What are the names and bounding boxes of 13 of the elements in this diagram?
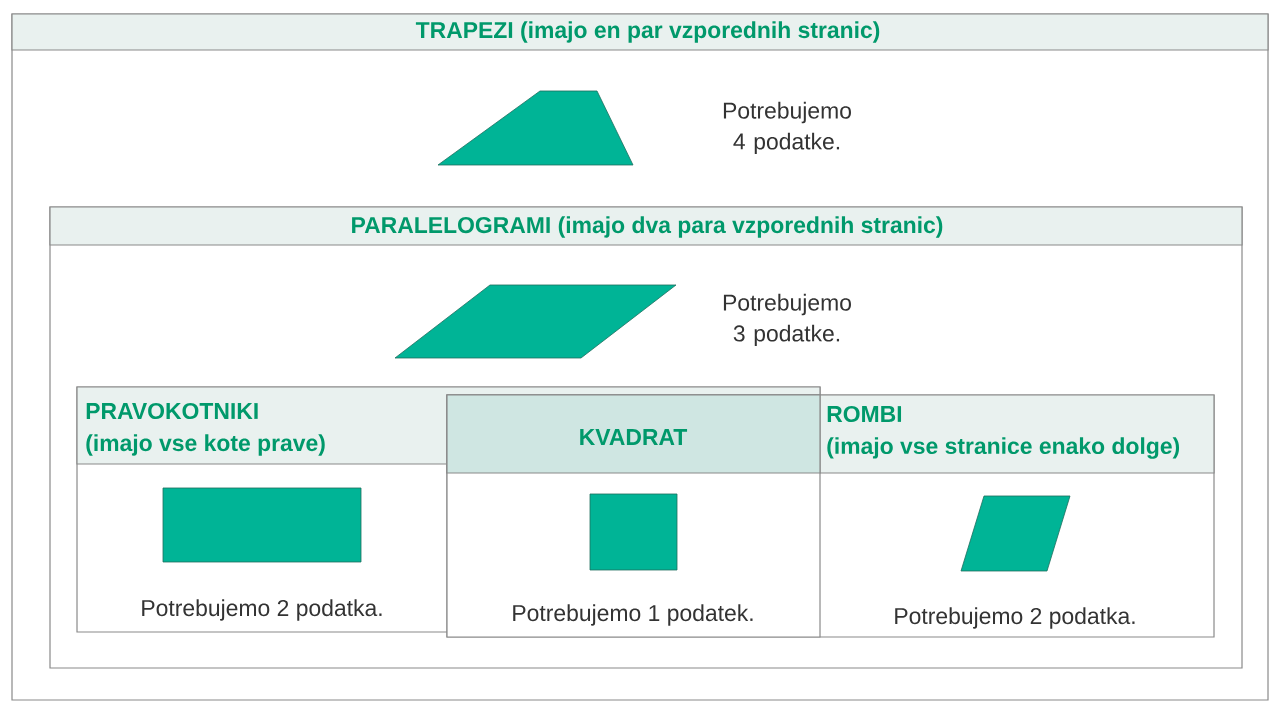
panel-heading: TRAPEZI (imajo en par vzporednih stranic) — [415, 21, 880, 43]
panel-heading: (imajo vse kote prave) — [86, 434, 325, 456]
caption-text: Potrebujemo 2 podatka. — [895, 607, 1135, 629]
panel-heading: (imajo vse stranice enako dolge) — [827, 437, 1180, 459]
caption-text: Potrebujemo 3 podatke. — [723, 293, 851, 347]
caption-text: Potrebujemo 2 podatka. — [142, 599, 382, 621]
caption-text: Potrebujemo 4 podatke. — [723, 101, 851, 155]
panel-heading: PRAVOKOTNIKI — [86, 402, 258, 420]
panel-heading: PARALELOGRAMI (imajo dva para vzporednih stranic) — [352, 216, 943, 238]
panel-heading: KVADRAT — [580, 429, 688, 445]
panel-heading: ROMBI — [827, 405, 902, 423]
caption-text: Potrebujemo 1 podatek. — [513, 604, 753, 626]
category-panel — [446, 394, 821, 638]
